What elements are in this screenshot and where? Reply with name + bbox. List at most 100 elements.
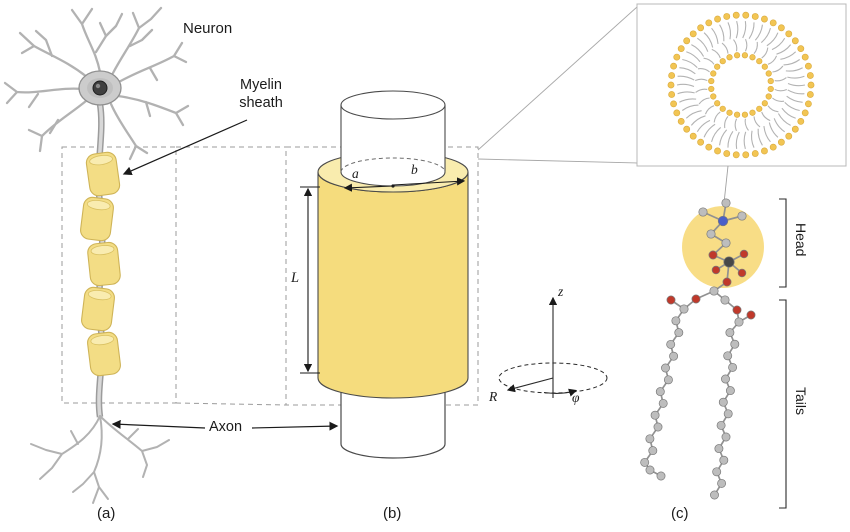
head-group-highlight [682,206,764,288]
dendrite-branch [116,94,190,127]
lipid-head [726,109,733,116]
lipid-tail [724,116,729,129]
atom [671,316,681,326]
lipid-head [806,72,814,79]
lipid-tail [686,51,701,63]
lipid-tail [704,105,715,115]
lipid-tail [757,128,763,146]
r-axis-label: R [489,389,498,404]
terminal-branch [72,415,109,504]
lipid-head [741,111,749,118]
axon-cylinder-bottom [340,378,446,459]
lipid-head [714,15,721,23]
panel-a-label: (a) [97,505,116,522]
atom [716,420,726,430]
lipid-head [777,24,785,32]
lipid-tail [753,41,758,54]
lipid-head [677,117,685,125]
phi-axis-label: φ [572,390,580,405]
lipid-tail [690,115,706,126]
lipid-head [769,19,777,27]
lipid-tail [679,98,697,103]
atom [645,434,655,444]
axon-pointer-arrow-left [111,419,206,429]
lipid-tail [676,83,695,88]
lipid-tail [771,37,786,51]
lipid-head [806,91,814,98]
lipid-head [689,30,697,38]
lipid-head [723,13,731,20]
atom [666,295,676,305]
lipid-tail [703,123,716,138]
lipid-head [733,52,741,59]
lipid-head [805,62,812,70]
lipid-head [749,54,756,61]
outer-radius-label: b [411,162,418,177]
dendrite-branch [3,81,84,109]
lipid-head [689,132,697,140]
atom [709,286,719,296]
lipid-tail [784,101,800,112]
lipid-tail [727,22,732,40]
lipid-tail [743,131,747,150]
atom [712,467,722,477]
lipid-head [765,93,772,100]
lipid-tail [760,28,771,43]
lipid-tail [677,75,695,81]
atom [721,374,730,384]
terminal-branch [30,415,101,480]
lipid-tail [713,111,721,123]
lipid-head [710,70,717,77]
nucleus [92,80,108,96]
lipid-tail [787,82,806,87]
neuron-illustration [3,6,190,504]
head-label: Head [793,223,809,257]
atom [656,471,666,481]
lipid-head [765,70,772,77]
myelin-segment [80,196,114,242]
lipid-head [697,138,705,146]
pointer-arrows [111,119,339,431]
atom [645,465,655,475]
lipid-tail [748,22,755,39]
lipid-tail [767,55,778,65]
lipid-tail [733,39,738,52]
lipid-tail [691,44,705,57]
myelin-segment [87,241,121,287]
tails-bracket [779,299,787,509]
lipid-tail [777,113,791,126]
lipid-head [785,132,793,140]
atom [708,250,718,260]
lipid-tail [735,20,739,39]
dendrite-branch [70,7,124,74]
atom [650,410,660,420]
inset-to-molecule-connector [723,165,729,204]
lipid-tail [781,107,796,119]
head-bracket [779,198,787,288]
lipid-head [769,143,777,151]
magnifier-line-top [477,6,638,151]
lipid-head [749,109,756,116]
lipid-tail [774,88,788,92]
lipid-tail [719,129,728,146]
atom [746,310,756,320]
annotation-brackets [779,198,787,509]
coordinate-axes [498,296,608,398]
lipid-tail [711,127,722,142]
inner-radius-arrow [343,183,394,192]
lipid-tail [772,97,785,102]
lipid-tail [766,32,779,47]
myelin-pointer-arrow [122,119,248,176]
length-label: L [291,270,300,286]
lipid-tail [697,37,709,52]
soma [78,70,122,106]
atom [663,375,673,385]
lipid-head [683,125,691,133]
lipid-head [742,151,750,159]
lipid-tail [682,58,698,69]
atom [723,351,733,361]
atom [737,211,747,221]
cylinder-model [300,90,469,459]
terminal-branch [99,415,170,478]
